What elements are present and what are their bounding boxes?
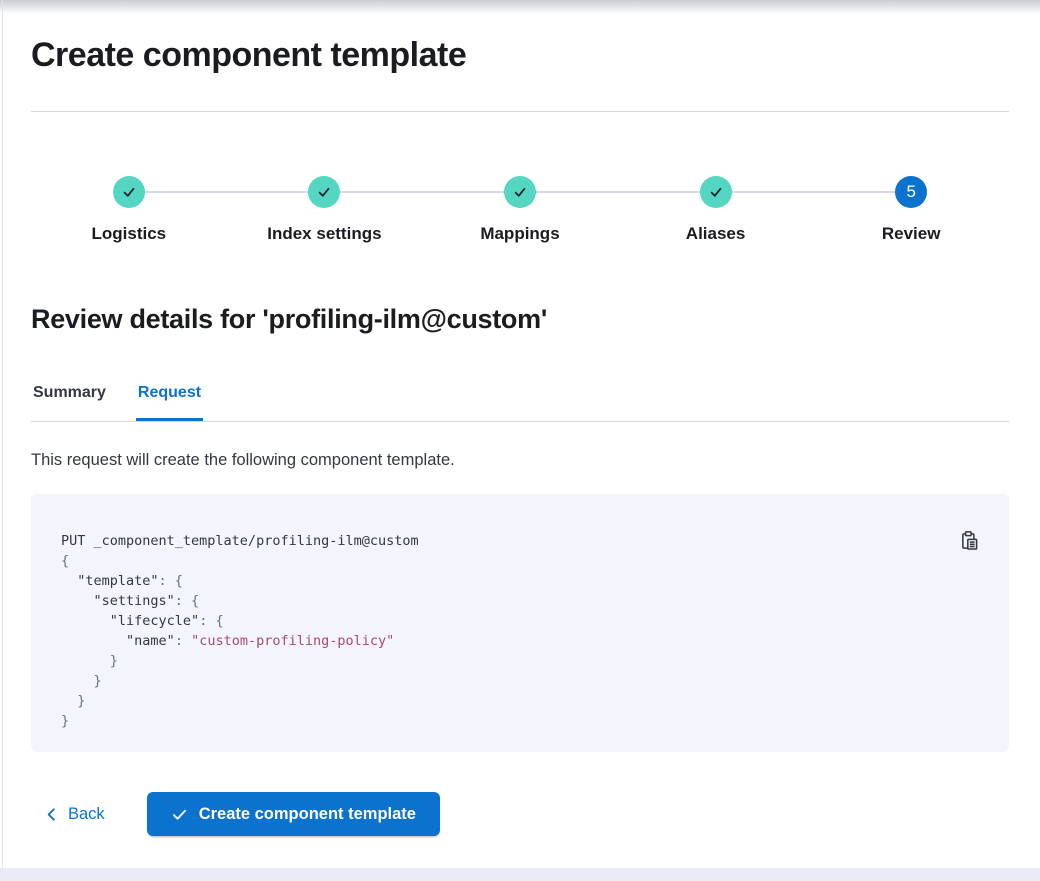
step-complete-check-icon (308, 176, 341, 208)
step-label: Review (881, 224, 941, 243)
stepper-step-mappings[interactable]: Mappings (422, 176, 618, 246)
title-divider (31, 111, 1009, 112)
step-label: Index settings (267, 224, 382, 243)
step-number-badge: 5 (895, 176, 928, 208)
code-line: PUT _component_template/profiling-ilm@cu… (61, 533, 419, 549)
chevron-left-icon (44, 807, 59, 822)
code-line: "template": { (77, 573, 183, 589)
tabs: Summary Request (31, 382, 1009, 422)
review-heading: Review details for 'profiling-ilm@custom… (31, 304, 547, 334)
code-line: { (61, 553, 70, 569)
stepper-step-logistics[interactable]: Logistics (31, 176, 227, 246)
code-line: } (61, 693, 86, 709)
submit-label: Create component template (198, 804, 416, 823)
page-left-edge (2, 0, 3, 881)
back-button[interactable]: Back (44, 805, 105, 824)
back-label: Back (68, 804, 105, 823)
create-component-template-page: Create component template Logistics Index… (31, 36, 1009, 836)
copy-clipboard-icon[interactable] (959, 530, 981, 552)
request-code: PUT _component_template/profiling-ilm@cu… (61, 531, 949, 731)
tab-summary[interactable]: Summary (31, 382, 108, 421)
code-line: } (61, 653, 118, 669)
request-code-block: PUT _component_template/profiling-ilm@cu… (31, 494, 1009, 752)
code-line: "lifecycle": { (109, 613, 224, 629)
step-complete-check-icon (699, 176, 732, 208)
check-icon (171, 806, 188, 823)
footer-actions: Back Create component template (31, 792, 1009, 836)
step-complete-check-icon (112, 176, 145, 208)
page-bottom-background (0, 868, 1040, 881)
step-label: Mappings (480, 224, 560, 243)
page-title: Create component template (31, 36, 467, 74)
code-line: } (61, 713, 70, 729)
create-component-template-button[interactable]: Create component template (146, 792, 440, 836)
stepper-step-aliases[interactable]: Aliases (618, 176, 814, 246)
code-line: "name": "custom-profiling-policy" (126, 633, 395, 649)
stepper-step-index-settings[interactable]: Index settings (227, 176, 423, 246)
code-line: } (61, 673, 102, 689)
request-description: This request will create the following c… (31, 451, 455, 469)
tab-request[interactable]: Request (135, 382, 204, 421)
step-label: Logistics (91, 224, 167, 243)
step-complete-check-icon (503, 176, 536, 208)
code-line: "settings": { (93, 593, 200, 609)
step-label: Aliases (685, 224, 746, 243)
